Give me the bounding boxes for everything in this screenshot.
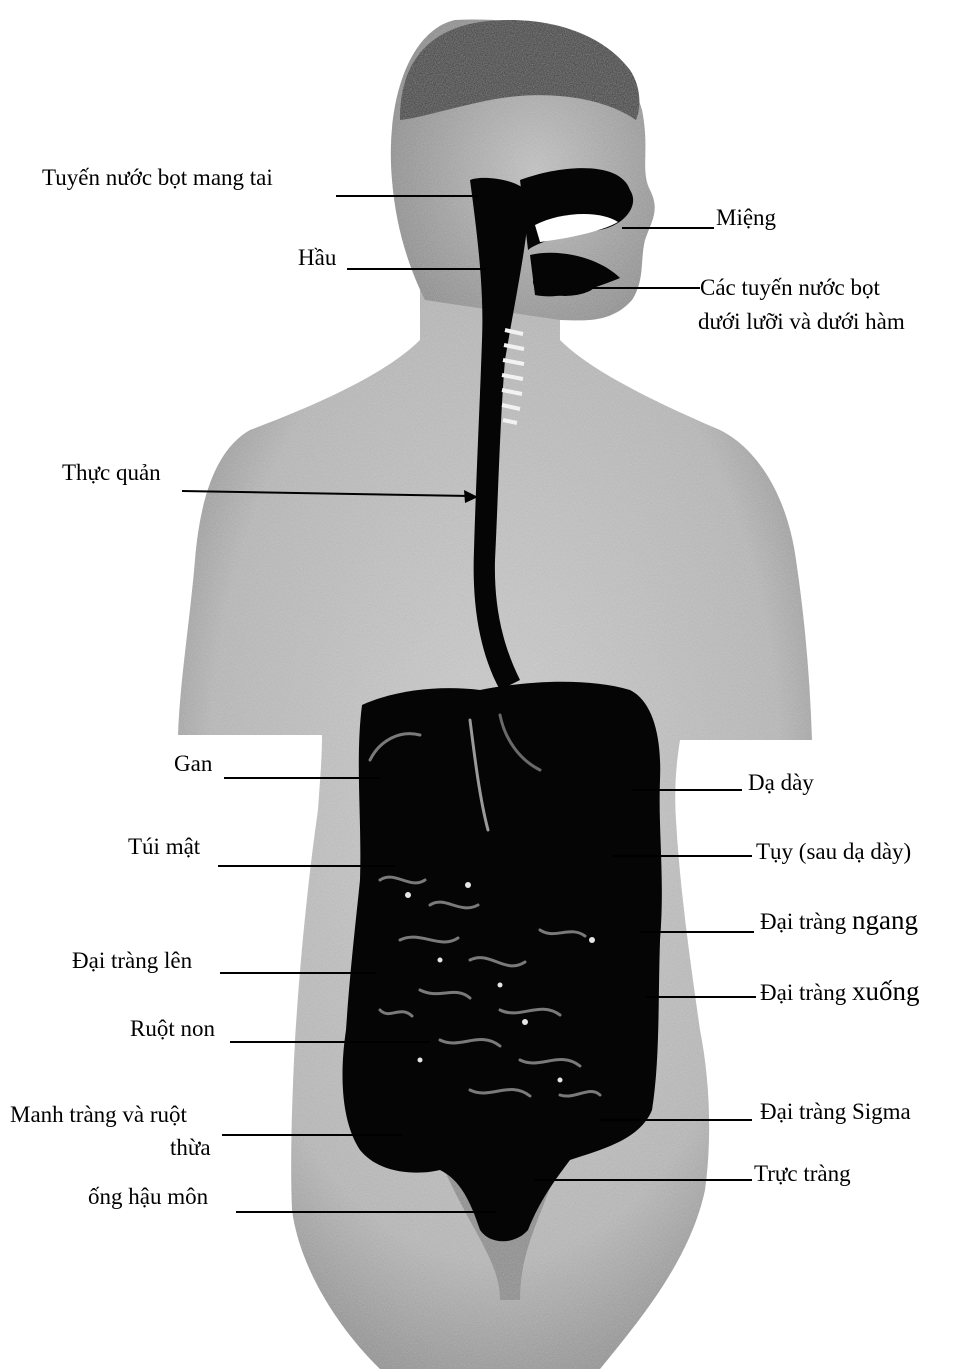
label-descending-colon-prefix: Đại tràng [760, 980, 846, 1005]
label-ascending-colon: Đại tràng lên [72, 946, 192, 975]
label-mouth: Miệng [716, 203, 776, 232]
label-liver: Gan [174, 749, 212, 778]
label-transverse-colon-word: ngang [852, 905, 918, 935]
label-gallbladder: Túi mật [128, 832, 200, 861]
label-descending-colon-word: xuống [852, 976, 920, 1006]
label-transverse-colon-prefix: Đại tràng [760, 909, 846, 934]
label-anal-canal: ống hậu môn [88, 1182, 208, 1211]
label-transverse-colon: Đại tràng ngang [760, 906, 918, 936]
label-small-intestine: Ruột non [130, 1014, 215, 1043]
label-salivary-line1: Các tuyến nước bọt [700, 273, 880, 302]
label-pancreas: Tụy (sau dạ dày) [756, 837, 911, 866]
label-sigmoid-colon: Đại tràng Sigma [760, 1097, 911, 1126]
label-esophagus: Thực quản [62, 458, 161, 487]
label-salivary-line2: dưới lưỡi và dưới hàm [698, 307, 905, 336]
label-stomach: Dạ dày [748, 768, 814, 797]
label-rectum: Trực tràng [754, 1159, 851, 1188]
label-cecum-appendix-line2: thừa [170, 1133, 211, 1162]
label-parotid-gland: Tuyến nước bọt mang tai [42, 163, 273, 192]
label-pharynx: Hầu [298, 243, 336, 272]
label-cecum-appendix-line1: Manh tràng và ruột [10, 1100, 187, 1129]
label-descending-colon: Đại tràng xuống [760, 977, 919, 1007]
